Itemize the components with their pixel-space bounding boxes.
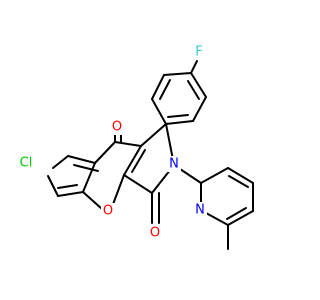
ketone-oxygen-bottom: O [150,226,160,241]
ring-oxygen: O [103,204,113,219]
atom-labels: F Cl O O O N N [14,44,207,241]
bond-layer [47,60,254,250]
ketone-oxygen-top: O [112,120,122,135]
lactam-nitrogen: N [169,157,179,172]
chlorine-atom: Cl [20,156,33,171]
fluorine-atom: F [195,45,202,60]
molecule-structure: F Cl O O O N N [14,44,254,250]
pyridine-nitrogen: N [195,203,205,218]
